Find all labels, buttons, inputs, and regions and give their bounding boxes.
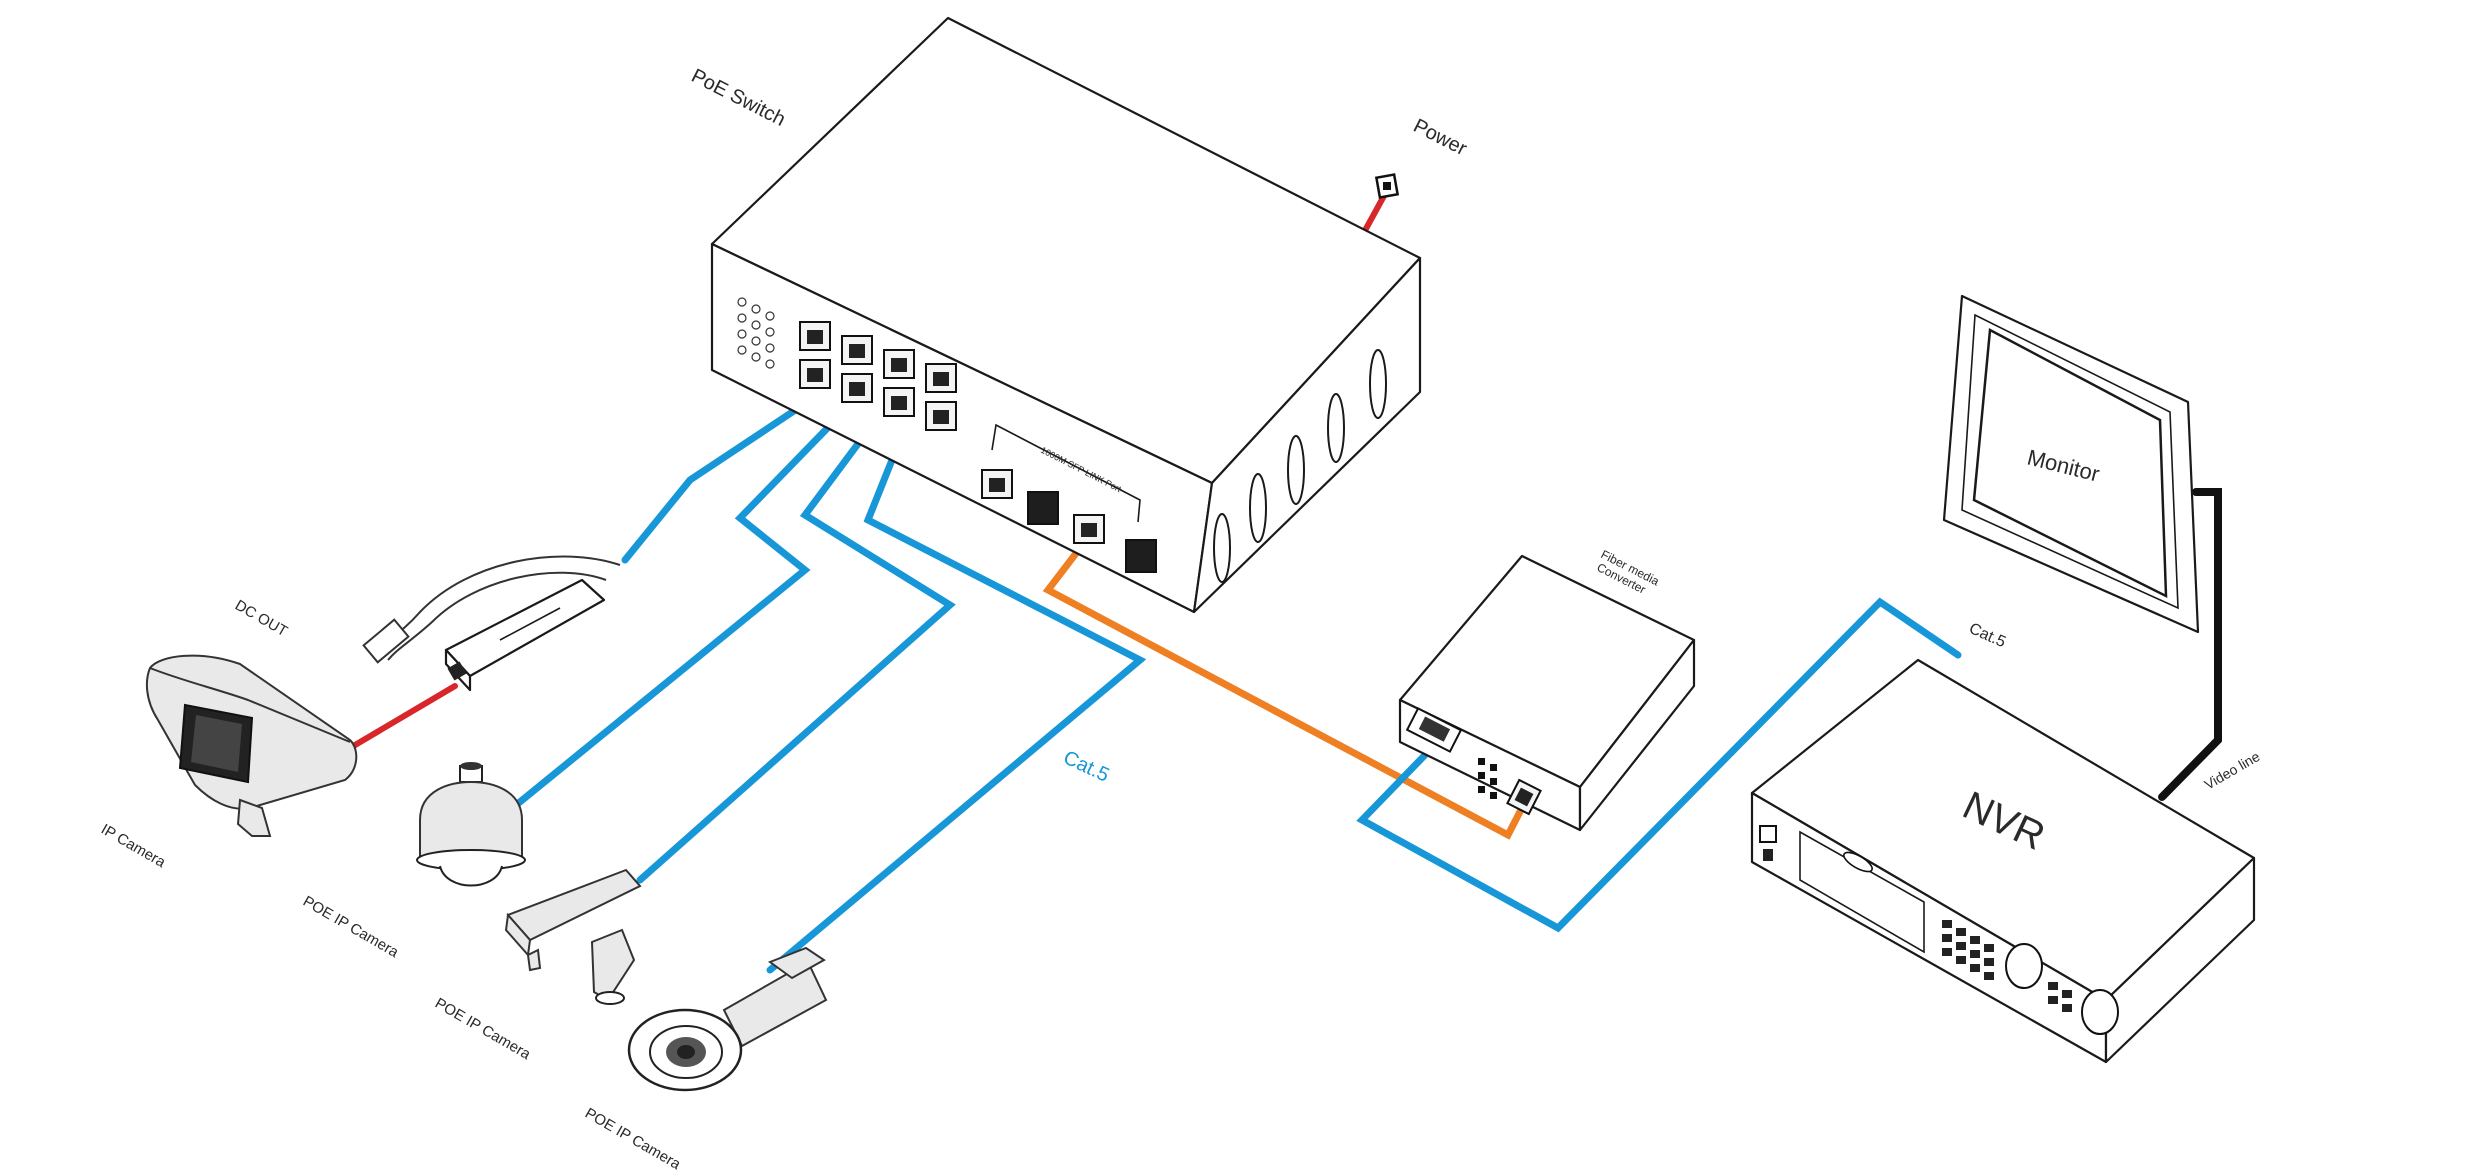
dc-out-label: DC OUT xyxy=(232,597,290,640)
power-label: Power xyxy=(1410,115,1471,160)
cable-fiber-converter xyxy=(1042,531,1530,840)
fiber-media-converter xyxy=(1398,554,1696,832)
nvr xyxy=(1750,658,2256,1064)
dome-camera xyxy=(416,762,526,887)
video-line-label: Video line xyxy=(2202,748,2263,793)
poe-ip-camera-label-1: POE IP Camera xyxy=(300,893,402,962)
status-leds xyxy=(737,297,775,369)
poe-ip-camera-label-3: POE IP Camera xyxy=(582,1105,684,1174)
uplink-ports xyxy=(981,469,1157,573)
monitor xyxy=(1942,294,2200,634)
switch-vents xyxy=(1213,349,1387,583)
cat5-label-nvr: Cat.5 xyxy=(1966,620,2008,651)
ip-camera-housing xyxy=(145,654,358,837)
power-socket xyxy=(1374,173,1400,199)
cables xyxy=(347,191,2222,974)
cable-dc-out xyxy=(347,683,458,751)
ip-camera-label: IP Camera xyxy=(98,821,169,872)
poe-splitter xyxy=(362,555,621,692)
poe-switch-label: PoE Switch xyxy=(688,65,789,131)
poe-ip-camera-label-2: POE IP Camera xyxy=(432,995,534,1064)
cable-port1-splitter xyxy=(621,391,822,564)
bullet-camera xyxy=(627,946,828,1092)
cable-converter-nvr xyxy=(1356,597,1962,933)
cable-port4-bullet xyxy=(766,436,1147,974)
cable-port2-dome xyxy=(506,406,849,814)
cat5-label-main: Cat.5 xyxy=(1060,747,1113,787)
cable-power xyxy=(1359,191,1388,239)
cable-port3-box xyxy=(636,421,956,884)
cable-video-line xyxy=(2158,488,2222,801)
box-camera xyxy=(504,868,642,1005)
rj45-ports xyxy=(799,321,957,431)
poe-switch: 1000M SFP LINK Port xyxy=(710,16,1422,614)
